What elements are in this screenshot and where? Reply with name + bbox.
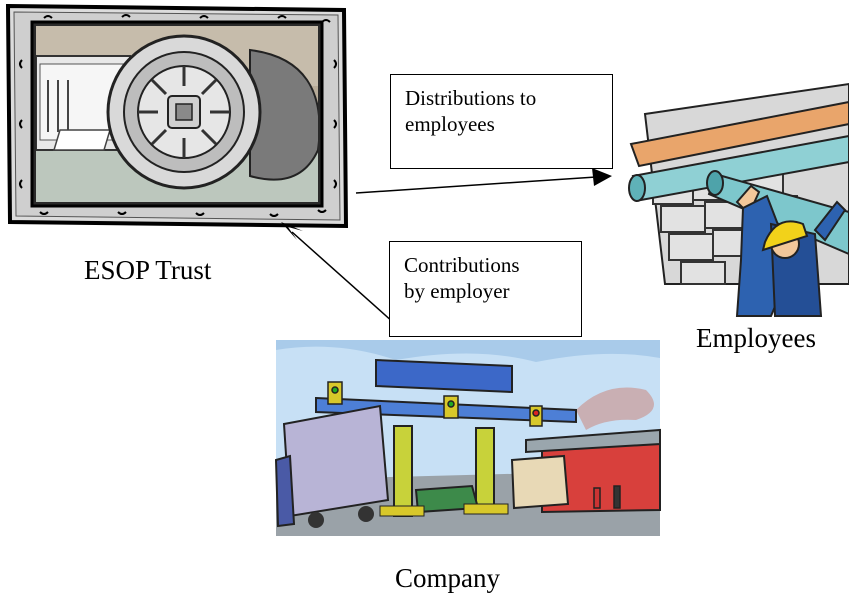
contributions-label-box: Contributions by employer [389,241,582,337]
distributions-label-line1: Distributions to [405,86,537,110]
esop-trust-label: ESOP Trust [84,255,212,285]
distributions-arrow [355,176,597,194]
contributions-arrowhead [281,222,303,240]
company-label: Company [395,563,500,593]
distributions-arrowhead [592,168,612,186]
employees-label: Employees [696,323,816,353]
contributions-label-line1: Contributions [404,253,520,277]
contributions-arrow [291,231,395,324]
construction-worker-icon [628,82,849,317]
distributions-label-box: Distributions to employees [390,74,613,169]
bank-vault-icon [5,3,349,229]
industrial-facility-icon [274,340,661,536]
distributions-label-line2: employees [405,112,495,137]
contributions-label-line2: by employer [404,279,510,304]
